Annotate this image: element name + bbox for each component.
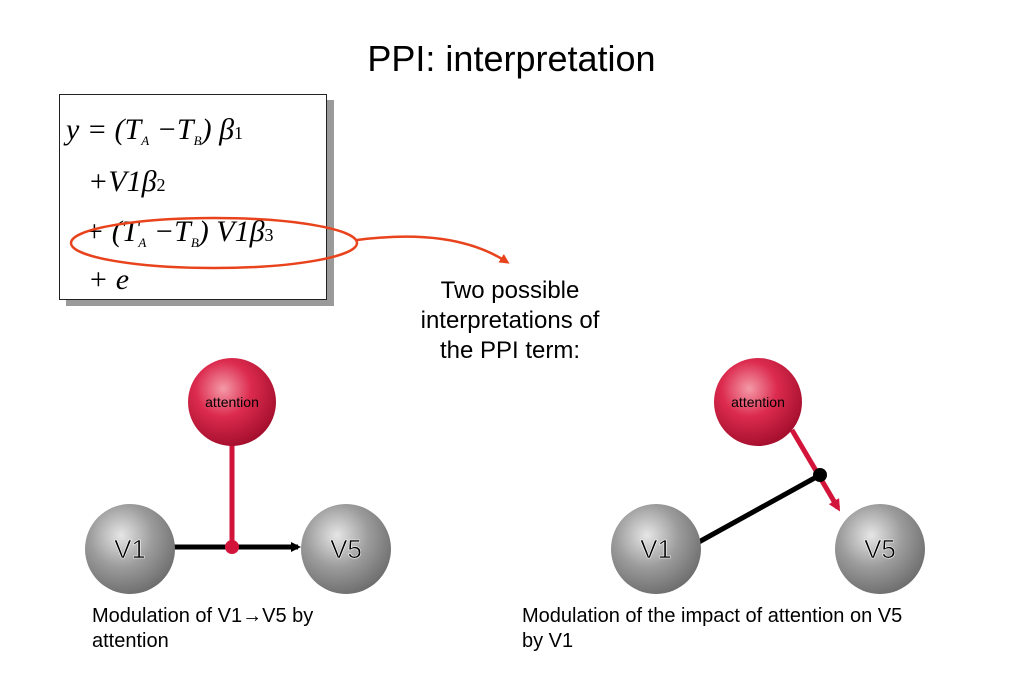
equation-line-3: + (TA −TB) V1β3 <box>84 215 274 250</box>
right-caption-line-2: by V1 <box>522 630 574 652</box>
left-v5-label: V5 <box>330 534 362 564</box>
right-v1-line <box>695 472 822 546</box>
left-v5-node <box>301 504 391 594</box>
equation-line-2: +V1β2 <box>88 165 166 198</box>
callout-text: Two possible interpretations of the PPI … <box>350 276 670 366</box>
right-modulation-dot <box>813 468 827 482</box>
callout-line-2: interpretations of <box>420 307 600 334</box>
left-attention-label: attention <box>205 394 259 410</box>
left-modulation-dot <box>225 540 239 554</box>
page-title: PPI: interpretation <box>367 38 656 79</box>
right-attention-node <box>714 358 802 446</box>
equation-line-1: y = (TA −TB) β1 <box>66 113 244 148</box>
right-v5-label: V5 <box>864 534 896 564</box>
right-attention-arrow <box>789 428 841 512</box>
right-v5-node <box>835 504 925 594</box>
left-attention-node <box>188 358 276 446</box>
left-v1-label: V1 <box>114 534 146 564</box>
left-diagram-caption: Modulation of V1→V5 by attention <box>92 604 313 654</box>
callout-arrow <box>356 235 510 264</box>
right-attention-label: attention <box>731 394 785 410</box>
right-v1-label: V1 <box>640 534 672 564</box>
right-diagram-caption: Modulation of the impact of attention on… <box>522 604 902 654</box>
callout-line-1: Two possible <box>440 277 580 304</box>
left-caption-line-1: Modulation of V1→V5 by <box>92 605 314 627</box>
left-v1-node <box>85 504 175 594</box>
left-caption-line-2: attention <box>92 630 169 652</box>
equation-line-4: + e <box>88 263 130 296</box>
callout-line-3: the PPI term: <box>439 337 581 364</box>
right-caption-line-1: Modulation of the impact of attention on… <box>522 605 903 627</box>
right-v1-node <box>611 504 701 594</box>
ppi-term-highlight-ellipse <box>69 216 359 270</box>
